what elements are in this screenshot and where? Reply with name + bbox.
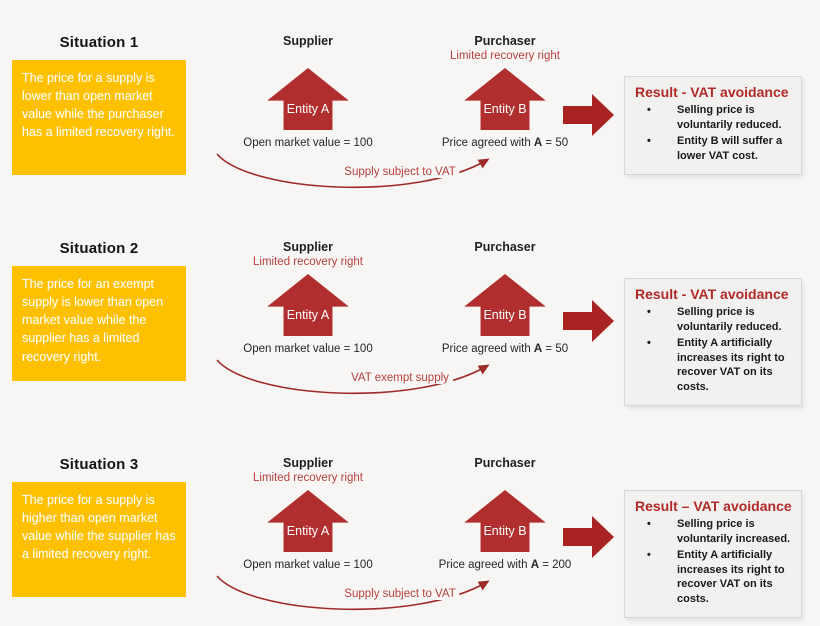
result-bullet-list: Selling price is voluntarily reduced. En… — [635, 103, 795, 163]
purchaser-value: Price agreed with A = 200 — [420, 559, 590, 571]
situation-title: Situation 1 — [59, 34, 139, 51]
description-box: The price for a supply is higher than op… — [12, 482, 186, 597]
purchaser-recovery-note — [420, 256, 590, 273]
result-title: Result – VAT avoidance — [635, 498, 792, 514]
situation-row-2: Situation 2 The price for an exempt supp… — [0, 240, 820, 440]
situation-title: Situation 3 — [59, 456, 139, 473]
right-block-arrow-icon — [563, 516, 614, 558]
supplier-recovery-note — [223, 50, 393, 67]
purchaser-value-prefix: Price agreed with — [441, 137, 534, 149]
house-icon: Entity B — [464, 274, 546, 336]
supplier-value: Open market value = 100 — [243, 343, 373, 355]
right-block-arrow-icon — [563, 300, 614, 342]
right-block-arrow-icon — [563, 94, 614, 136]
purchaser-value: Price agreed with A = 50 — [420, 137, 590, 149]
purchaser-value: Price agreed with A = 50 — [420, 343, 590, 355]
supplier-column: Supplier Limited recovery right Entity A… — [223, 456, 393, 571]
supply-flow-arrow-icon — [216, 153, 490, 189]
result-bullet: Selling price is voluntarily reduced. — [635, 103, 795, 132]
result-title: Result - VAT avoidance — [635, 84, 789, 100]
purchaser-header: Purchaser — [474, 456, 536, 470]
entity-a-label: Entity A — [286, 102, 330, 116]
result-bullet-list: Selling price is voluntarily reduced. En… — [635, 305, 795, 394]
purchaser-value-suffix: = 50 — [542, 343, 569, 355]
purchaser-header: Purchaser — [474, 34, 536, 48]
house-icon: Entity A — [267, 68, 349, 130]
result-title: Result - VAT avoidance — [635, 286, 789, 302]
purchaser-value-suffix: = 200 — [539, 559, 572, 571]
flow-label: Supply subject to VAT — [340, 588, 460, 600]
result-box: Result – VAT avoidance Selling price is … — [624, 490, 802, 619]
situation-title: Situation 2 — [59, 240, 139, 257]
entity-b-label: Entity B — [483, 524, 527, 538]
purchaser-column: Purchaser Entity B Price agreed with A =… — [420, 456, 590, 571]
house-icon: Entity B — [464, 490, 546, 552]
supplier-value: Open market value = 100 — [243, 137, 373, 149]
entity-a-label: Entity A — [286, 524, 330, 538]
entity-b-label: Entity B — [483, 308, 527, 322]
house-icon: Entity A — [267, 490, 349, 552]
supplier-recovery-note: Limited recovery right — [253, 472, 363, 484]
supplier-header: Supplier — [282, 456, 333, 470]
result-bullet-list: Selling price is voluntarily increased. … — [635, 517, 795, 606]
house-shape-icon — [464, 68, 546, 130]
entity-b-label: Entity B — [483, 102, 527, 116]
house-shape-icon — [267, 490, 349, 552]
result-bullet: Entity A artificially increases its righ… — [635, 548, 795, 606]
description-box: The price for an exempt supply is lower … — [12, 266, 186, 381]
entity-a-label: Entity A — [286, 308, 330, 322]
description-box: The price for a supply is lower than ope… — [12, 60, 186, 175]
purchaser-value-entity: A — [533, 137, 543, 149]
flow-label: Supply subject to VAT — [340, 166, 460, 178]
result-box: Result - VAT avoidance Selling price is … — [624, 76, 802, 176]
house-shape-icon — [464, 490, 546, 552]
purchaser-value-prefix: Price agreed with — [438, 559, 531, 571]
house-icon: Entity A — [267, 274, 349, 336]
situation-row-3: Situation 3 The price for a supply is hi… — [0, 456, 820, 626]
purchaser-column: Purchaser Entity B Price agreed with A =… — [420, 240, 590, 355]
purchaser-value-suffix: = 50 — [542, 137, 569, 149]
result-bullet: Selling price is voluntarily increased. — [635, 517, 795, 546]
purchaser-recovery-note: Limited recovery right — [450, 50, 560, 62]
result-bullet: Entity B will suffer a lower VAT cost. — [635, 134, 795, 163]
supplier-recovery-note: Limited recovery right — [253, 256, 363, 268]
house-shape-icon — [267, 68, 349, 130]
supplier-column: Supplier Limited recovery right Entity A… — [223, 240, 393, 355]
house-icon: Entity B — [464, 68, 546, 130]
purchaser-column: Purchaser Limited recovery right Entity … — [420, 34, 590, 149]
supplier-column: Supplier Entity A Open market value = 10… — [223, 34, 393, 149]
supplier-value: Open market value = 100 — [243, 559, 373, 571]
result-bullet: Entity A artificially increases its righ… — [635, 336, 795, 394]
supply-flow-arrow-icon — [216, 359, 490, 395]
result-box: Result - VAT avoidance Selling price is … — [624, 278, 802, 407]
supplier-header: Supplier — [282, 240, 333, 254]
purchaser-header: Purchaser — [474, 240, 536, 254]
purchaser-value-prefix: Price agreed with — [441, 343, 534, 355]
flow-label: VAT exempt supply — [347, 372, 453, 384]
result-bullet: Selling price is voluntarily reduced. — [635, 305, 795, 334]
situation-row-1: Situation 1 The price for a supply is lo… — [0, 34, 820, 234]
purchaser-value-entity: A — [533, 343, 543, 355]
purchaser-value-entity: A — [530, 559, 540, 571]
purchaser-recovery-note — [420, 472, 590, 489]
house-shape-icon — [267, 274, 349, 336]
house-shape-icon — [464, 274, 546, 336]
supplier-header: Supplier — [282, 34, 333, 48]
